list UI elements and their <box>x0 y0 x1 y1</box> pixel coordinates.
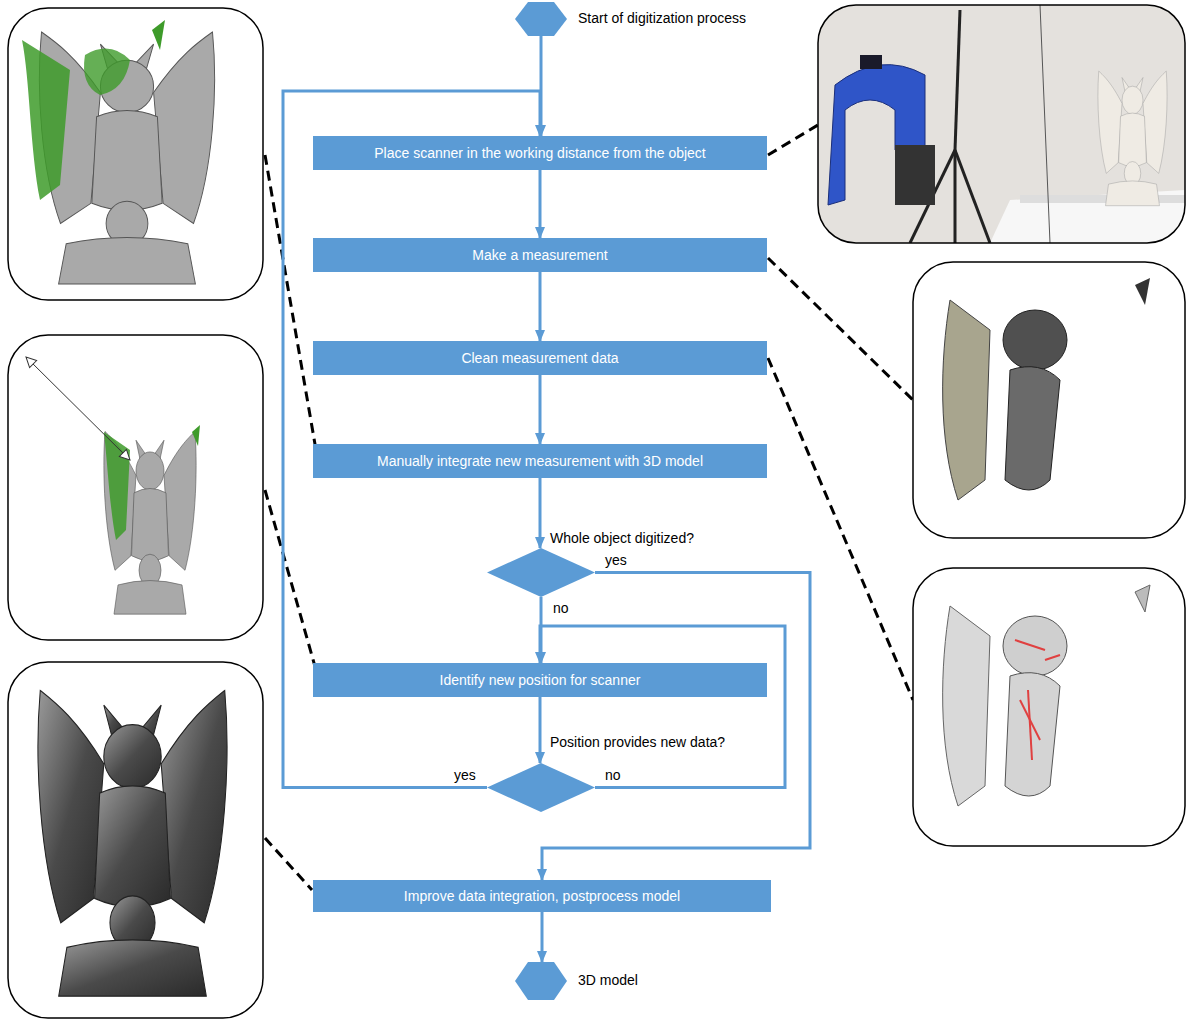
flow-arrow <box>539 170 542 238</box>
cable <box>1040 5 1050 243</box>
flow-arrow <box>542 573 810 881</box>
head-scan <box>1003 616 1067 676</box>
wing-scan <box>943 300 990 500</box>
leader-line <box>768 358 913 700</box>
shape-label: 3D model <box>578 972 638 989</box>
decision-diamond-fill <box>487 763 595 812</box>
decision-diamond-outline <box>487 763 595 812</box>
leader-lines <box>265 125 913 890</box>
flow-arrow <box>539 697 542 763</box>
branch-label: no <box>551 600 571 617</box>
gargoyle-model <box>38 690 227 996</box>
terminator-hexagon: 3D model <box>515 962 567 1000</box>
body-scan <box>1005 673 1060 796</box>
flow-arrow <box>541 912 544 962</box>
shard-scan <box>1135 585 1150 612</box>
flow-arrow <box>539 478 542 548</box>
photo-table-edge <box>1020 195 1185 203</box>
shape-label: Whole object digitized? <box>550 530 694 547</box>
panel-frame <box>8 662 263 1018</box>
decision-diamond-outline <box>487 548 595 597</box>
leader-line <box>768 125 818 155</box>
box-label: Identify new position for scanner <box>440 672 641 689</box>
head-scan <box>1003 310 1067 370</box>
terminator-hexagon-fill <box>515 962 567 1000</box>
panel-measurement <box>913 262 1185 538</box>
process-box: Manually integrate new measurement with … <box>313 444 767 478</box>
green-overlap <box>104 432 130 540</box>
view-direction-arrow <box>26 357 130 460</box>
shard-scan <box>1135 278 1150 305</box>
branch-label: no <box>603 767 623 784</box>
green-shard <box>152 20 165 50</box>
process-box: Place scanner in the working distance fr… <box>313 136 767 170</box>
panel-partial-model <box>8 8 263 300</box>
box-label: Improve data integration, postprocess mo… <box>404 888 680 905</box>
box-label: Manually integrate new measurement with … <box>377 453 703 470</box>
panel-frame <box>913 262 1185 538</box>
decision-diamond: Whole object digitized? <box>487 548 595 597</box>
green-shard <box>192 425 200 446</box>
wing-scan <box>943 606 990 806</box>
green-overlap <box>22 40 70 200</box>
gargoyle-scan <box>104 431 196 614</box>
flow-arrow <box>539 272 542 341</box>
box-label: Clean measurement data <box>461 350 618 367</box>
leader-line <box>768 258 913 400</box>
panel-frame <box>8 8 263 300</box>
panel-scanner-photo <box>818 5 1185 243</box>
flow-arrow <box>539 375 542 444</box>
leader-line <box>265 155 316 450</box>
panel-final-model <box>8 662 263 1018</box>
panel-frame <box>8 335 263 640</box>
green-overlap <box>84 49 130 95</box>
branch-label: yes <box>603 552 629 569</box>
gargoyle-object <box>1098 71 1167 206</box>
decision-diamond: Position provides new data? <box>487 763 595 812</box>
process-box: Improve data integration, postprocess mo… <box>313 880 771 912</box>
panel-next-position <box>8 335 263 640</box>
terminator-hexagon-outline <box>515 2 567 36</box>
process-box: Clean measurement data <box>313 341 767 375</box>
shape-label: Position provides new data? <box>550 734 725 751</box>
leader-line <box>265 838 312 890</box>
removed-points <box>1015 640 1060 760</box>
body-scan <box>1005 367 1060 490</box>
terminator-hexagon-outline <box>515 962 567 1000</box>
decision-diamond-fill <box>487 548 595 597</box>
scanner-lens <box>860 55 882 69</box>
scanner-mount <box>895 145 935 205</box>
box-label: Place scanner in the working distance fr… <box>374 145 706 162</box>
branch-label: yes <box>452 767 478 784</box>
terminator-hexagon: Start of digitization process <box>515 2 567 36</box>
terminator-hexagon-fill <box>515 2 567 36</box>
process-box: Make a measurement <box>313 238 767 272</box>
leader-line <box>265 490 316 670</box>
panel-frame <box>913 568 1185 846</box>
shape-label: Start of digitization process <box>578 10 746 27</box>
photo-wall <box>818 5 1185 243</box>
box-label: Make a measurement <box>472 247 607 264</box>
panel-cleaned-data <box>913 568 1185 846</box>
panel-frame <box>818 5 1185 243</box>
process-box: Identify new position for scanner <box>313 663 767 697</box>
flow-arrow <box>540 626 785 788</box>
